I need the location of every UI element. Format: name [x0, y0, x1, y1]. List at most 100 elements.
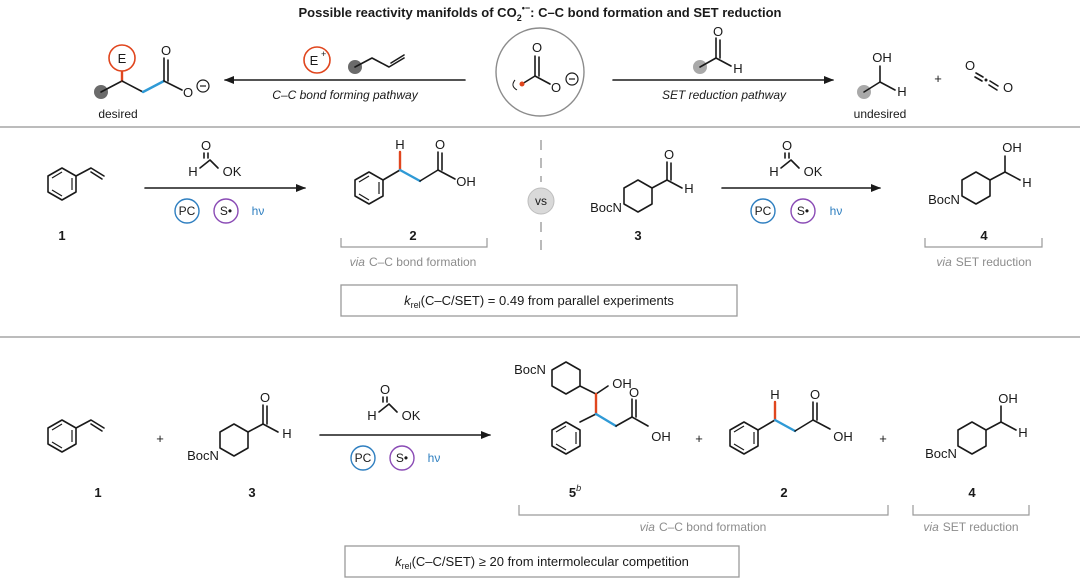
svg-text:O: O [551, 80, 561, 95]
electrophile-circle [108, 44, 136, 72]
cc-pathway-reagents: E + [303, 46, 405, 74]
co2-radical-anion-structure: O O [512, 40, 579, 95]
formate-reagent-1: O H OK [188, 138, 241, 179]
svg-text:H: H [395, 137, 404, 152]
svg-text:O: O [260, 390, 270, 405]
undesired-product-structure: OH H [857, 50, 907, 99]
alcohol-4-structure: BocN OH H [928, 140, 1032, 207]
svg-text:E: E [118, 51, 127, 66]
svg-text:hν: hν [428, 451, 441, 465]
scheme-title: Possible reactivity manifolds of CO2•−: … [299, 3, 782, 23]
bracket-row3-left [518, 505, 889, 516]
svg-text:H: H [684, 181, 693, 196]
svg-text:O: O [532, 40, 542, 55]
svg-text:H: H [733, 61, 742, 76]
svg-text:O: O [201, 138, 211, 153]
svg-text:BocN: BocN [514, 362, 546, 377]
svg-text:H: H [770, 387, 779, 402]
compound-3-label: 3 [634, 228, 641, 243]
svg-text:O: O [161, 43, 171, 58]
svg-text:O: O [810, 387, 820, 402]
set-pathway-label: SET reduction pathway [662, 88, 787, 102]
compound-3-label-row3: 3 [248, 485, 255, 500]
product-5-structure: BocN OH O OH [514, 361, 671, 455]
svg-text:hν: hν [830, 204, 843, 218]
svg-text:H: H [188, 164, 197, 179]
svg-text:S•: S• [396, 451, 408, 465]
svg-text:O: O [629, 385, 639, 400]
compound-1-label: 1 [58, 228, 65, 243]
svg-text:O: O [664, 147, 674, 162]
svg-text:H: H [769, 164, 778, 179]
styrene-structure-row3 [47, 419, 105, 453]
cc-pathway-label: C–C bond forming pathway [272, 88, 418, 102]
svg-text:E: E [310, 53, 319, 68]
compound-5-label: 5b [569, 483, 581, 500]
styrene-structure [47, 167, 105, 201]
photocatalyst-cycle-1: PC S• hν [174, 198, 265, 224]
formate-reagent-2: O H OK [769, 138, 822, 179]
svg-text:H: H [367, 408, 376, 423]
compound-1-label-row3: 1 [94, 485, 101, 500]
krel-competition-text: krel(C–C/SET) ≥ 20 from intermolecular c… [395, 554, 689, 571]
product-2-structure: H O OH [354, 137, 476, 205]
svg-text:H: H [282, 426, 291, 441]
svg-text:O: O [713, 24, 723, 39]
plus-row3-1: + [156, 431, 164, 446]
svg-text:O: O [965, 58, 975, 73]
svg-text:O: O [183, 85, 193, 100]
svg-text:BocN: BocN [590, 200, 622, 215]
svg-text:OK: OK [402, 408, 421, 423]
svg-text:hν: hν [252, 204, 265, 218]
formate-reagent-3: O H OK [367, 382, 420, 423]
svg-text:OK: OK [804, 164, 823, 179]
compound-4-label-row3: 4 [968, 485, 976, 500]
set-pathway-reagent: O H [693, 24, 743, 76]
co2-radical-anion-circle [495, 27, 585, 117]
krel-box-competition [344, 545, 740, 578]
aldehyde-3-structure-row3: BocN O H [187, 390, 292, 463]
svg-text:O: O [435, 137, 445, 152]
svg-text:S•: S• [797, 204, 809, 218]
compound-2-label-row3: 2 [780, 485, 787, 500]
plus-row3-3: + [879, 431, 887, 446]
photocatalyst-cycle-2: PC S• hν [750, 198, 843, 224]
svg-text:OH: OH [1002, 140, 1022, 155]
svg-text:BocN: BocN [925, 446, 957, 461]
svg-text:OH: OH [833, 429, 853, 444]
svg-text:H: H [897, 84, 906, 99]
alcohol-4-structure-row3: BocN OH H [925, 391, 1028, 461]
svg-text:O: O [782, 138, 792, 153]
svg-text:OH: OH [456, 174, 476, 189]
svg-text:BocN: BocN [928, 192, 960, 207]
svg-text:PC: PC [355, 451, 372, 465]
desired-product-structure: E O O [94, 43, 210, 100]
bracket-row3-right [912, 505, 1030, 516]
compound-2-label: 2 [409, 228, 416, 243]
svg-text:PC: PC [179, 204, 196, 218]
plus-sign-top: + [934, 71, 942, 86]
photocatalyst-cycle-3: PC S• hν [350, 445, 441, 471]
desired-label: desired [98, 107, 137, 121]
svg-text:OH: OH [612, 376, 632, 391]
svg-text:H: H [1022, 175, 1031, 190]
vs-badge [527, 187, 555, 215]
svg-text:S•: S• [220, 204, 232, 218]
bracket-row2-left [340, 238, 488, 248]
svg-text:O: O [380, 382, 390, 397]
krel-box-parallel [340, 284, 738, 317]
svg-text:OH: OH [998, 391, 1018, 406]
svg-text:OH: OH [872, 50, 892, 65]
aldehyde-3-structure: BocN O H [590, 147, 694, 215]
compound-4-label: 4 [980, 228, 988, 243]
svg-text:OH: OH [651, 429, 671, 444]
plus-row3-2: + [695, 431, 703, 446]
vs-label: vs [535, 194, 547, 208]
krel-parallel-text: krel(C–C/SET) = 0.49 from parallel exper… [404, 293, 674, 310]
svg-text:+: + [321, 49, 326, 59]
